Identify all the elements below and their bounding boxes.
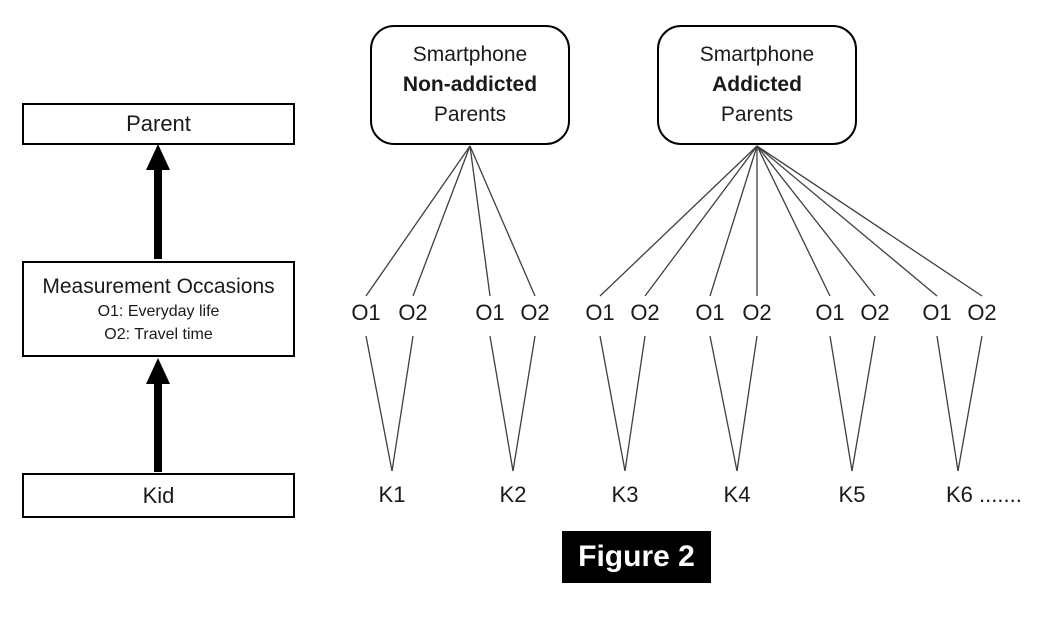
connector-line — [644, 145, 758, 297]
occasion1-definition: O1: Everyday life — [97, 302, 220, 320]
connector-line — [624, 335, 646, 472]
parent-box: Parent — [22, 103, 295, 145]
connector-line — [957, 335, 983, 472]
figure-caption: Figure 2 — [562, 531, 711, 583]
kid-label: K4 — [723, 482, 751, 507]
connector-line — [756, 145, 938, 297]
parent-label: Parent — [126, 111, 191, 136]
kid-label: K5 — [838, 482, 866, 507]
connector-line — [851, 335, 876, 472]
occasion-label: O1 — [815, 300, 845, 325]
occasion-label: O2 — [967, 300, 997, 325]
measurement-title: Measurement Occasions — [42, 274, 275, 298]
connector-line — [412, 145, 471, 297]
connector-line — [391, 335, 414, 472]
connector-line — [469, 145, 491, 297]
group-fan-lines — [365, 145, 983, 297]
occasion-label: O1 — [695, 300, 725, 325]
occasion-label: O1 — [351, 300, 381, 325]
occasion-label: O1 — [922, 300, 952, 325]
kid-label: K1 — [378, 482, 406, 507]
kid-to-measurement-arrow — [146, 358, 170, 472]
connector-line — [469, 145, 536, 297]
connector-line — [936, 335, 959, 472]
occasion2-definition: O2: Travel time — [104, 325, 213, 343]
group-line3: Parents — [433, 103, 507, 126]
occasion-to-kid-lines — [365, 335, 983, 472]
kid-label: K2 — [499, 482, 527, 507]
connector-line — [709, 335, 738, 472]
connector-line — [599, 145, 758, 297]
occasion-label: O2 — [860, 300, 890, 325]
occasion-label: O2 — [630, 300, 660, 325]
connector-line — [736, 335, 758, 472]
group-line1: Smartphone — [412, 43, 528, 66]
group-line3: Parents — [720, 103, 794, 126]
occasion-label: O2 — [398, 300, 428, 325]
connector-line — [365, 145, 471, 297]
connector-line — [829, 335, 853, 472]
group-line1: Smartphone — [699, 43, 815, 66]
connector-line — [709, 145, 758, 297]
group-line2: Non-addicted — [402, 73, 538, 96]
measurement-occasions-box: Measurement Occasions O1: Everyday life … — [22, 261, 295, 357]
connector-line — [756, 145, 831, 297]
connector-line — [599, 335, 626, 472]
smartphone-non-addicted-parents-box: Smartphone Non-addicted Parents — [370, 25, 570, 145]
connector-line — [512, 335, 536, 472]
smartphone-addicted-parents-box: Smartphone Addicted Parents — [657, 25, 857, 145]
kid-label: K3 — [611, 482, 639, 507]
connector-line — [756, 145, 876, 297]
occasion-label: O2 — [520, 300, 550, 325]
kid-label: Kid — [142, 482, 175, 508]
group-line2: Addicted — [712, 73, 802, 96]
kid-label: K6 ....... — [946, 482, 1022, 507]
kid-box: Kid — [22, 473, 295, 518]
connector-line — [489, 335, 514, 472]
occasion-label: O1 — [475, 300, 505, 325]
occasion-label: O1 — [585, 300, 615, 325]
measurement-to-parent-arrow — [146, 144, 170, 259]
connector-line — [365, 335, 393, 472]
occasion-label: O2 — [742, 300, 772, 325]
connector-line — [756, 145, 983, 297]
